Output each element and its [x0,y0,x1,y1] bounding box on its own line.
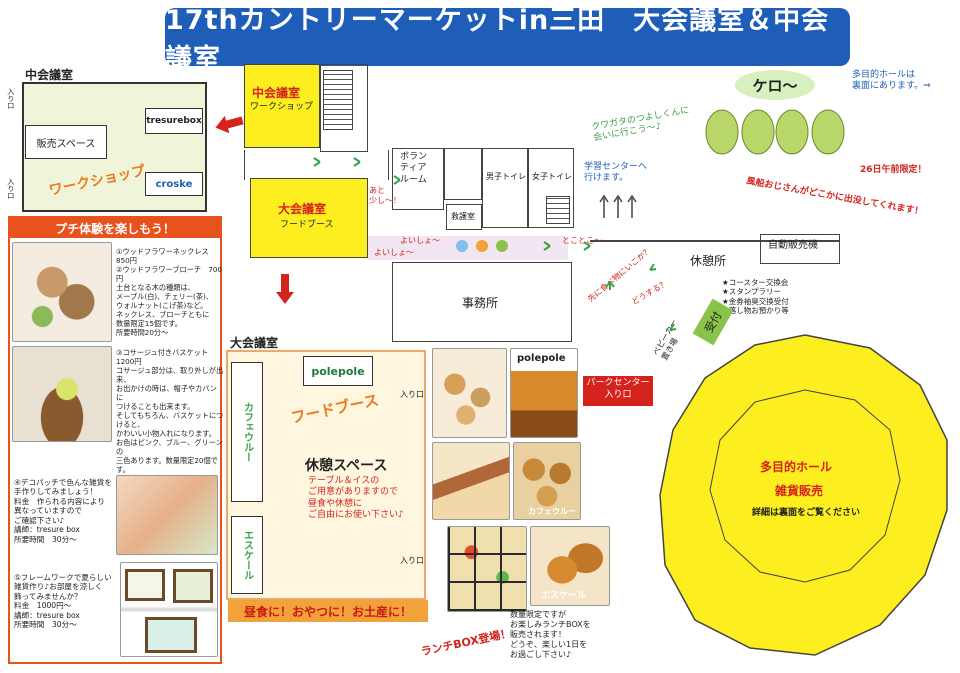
croske-booth: croske [145,172,203,196]
cafe-booth: カフェウルー [231,362,263,502]
lunch-desc: 数量限定ですが お楽しみランチBOXを 販売されます！ どうぞ、楽しい1日を お… [510,610,591,659]
yoisho-2: よいしょ～ [374,248,414,257]
arrow-left-icon [215,115,244,134]
polepole-booth: polepole [303,356,373,386]
cafe-label: カフェウルー [241,402,253,462]
tokotoko: とことこ～ [562,236,602,245]
office-label: 事務所 [462,296,499,310]
kero-bubble: ケロ～ [735,70,815,100]
hall-back-note: 多目的ホールは 裏面にあります。⇒ [852,70,931,92]
escale-label: エスケール [241,530,253,580]
stair-hall [320,64,368,152]
wall-top [590,240,840,242]
study-center-note: 学習センターへ 行けます。 [584,162,648,184]
petit-item-1: ①ウッドフラワーネックレス 850円 ②ウッドフラワーブローチ 700円 土台と… [116,247,222,337]
mens-wc [482,148,528,228]
cafe-photo-label: カフェウルー [528,507,576,516]
multipurpose-hall [659,334,948,656]
office [392,262,572,342]
floor-mid-room-sub: ワークショップ [250,102,314,112]
volunteer-label: ボラン ティア ルーム [400,152,428,185]
necklace-photo [12,242,112,342]
petit-item-4: ④デコパッチで色んな雑貨を 手作りしてみましょう！ 料金 作られる内容により 異… [14,478,112,544]
rest-list: ★コースター交換会 ★スタンプラリー ★金券袖臭交換受付 ★落し物お預かり等 [722,278,789,316]
petit-item-5: ⑤フレームワークで夏らしい 雑貨作り♪お部屋を涼しく 飾ってみませんか？ 料金 … [14,573,112,630]
petit-item-3: ③コサージュ付きバスケット 1200円 コサージュ部分は、取り外しが出来、 お出… [116,348,224,483]
cafe-photo: カフェウルー [513,442,581,520]
vending-label: 自動販売機 [768,240,818,251]
arrows-up-icon [599,194,637,218]
vending-area [760,234,840,264]
sales-space: 販売スペース [25,125,107,159]
floor-big-room [250,178,368,258]
basket-photo [12,346,112,442]
hall-note: 詳細は裏面をご覧ください [752,508,861,518]
nurse-label: 救護室 [451,212,475,221]
yoisho-1: よいしょ～ [400,236,440,245]
floor-mid-room [244,64,320,148]
arrow-down-icon [276,274,294,304]
big-room-heading: 大会議室 [230,336,279,350]
tresurebox-booth: tresurebox [145,108,203,134]
petit-panel [8,216,222,664]
hall-sub: 雑貨販売 [775,484,824,498]
mid-room-heading: 中会議室 [25,68,74,82]
date-note: 26日午前限定！ [860,165,927,175]
route-arrows-icon [313,157,677,331]
sandwich-photo [432,442,510,520]
rest-label: 休憩所 [690,254,727,268]
stairs-1 [323,70,353,130]
wc-block-1 [444,148,482,200]
mens-wc-label: 男子トイレ [486,172,526,181]
escale-photo: エスケール [530,526,610,606]
womens-wc-label: 女子トイレ [532,172,572,181]
escale-booth: エスケール [231,516,263,594]
frogs-icon [705,109,845,155]
big-room-entrance-1: 入り口 [400,390,424,399]
lunchbox-photo [447,526,527,612]
rest-space-label: 休憩スペース [305,458,388,474]
nurse-room [446,204,482,230]
corridor-1 [244,150,389,180]
big-room-banner: 昼食に！おやつに！お土産に！ [228,600,428,622]
volunteer-room [392,148,444,210]
floor-mid-room-label: 中会議室 [252,86,301,100]
park-center-entrance: パークセンター 入り口 [583,376,653,406]
cookies-photo [432,348,507,438]
mid-room-entrance-1: 入り口 [6,88,15,109]
balloon-note: 風船おじさんがどこかに出没してくれます！ [745,176,924,218]
mid-room-entrance-2: 入り口 [6,178,15,199]
frame-photo [120,562,218,657]
stairs-2 [546,196,570,224]
big-room-entrance-2: 入り口 [400,556,424,565]
corridor-2 [368,236,568,260]
page-title: 17thカントリーマーケットin三田 大会議室＆中会議室 [165,5,850,75]
floor-big-room-sub: フードブース [280,220,334,230]
kuwagata-note: クワガタのつよしくんに 会いに行こう～♪ [590,105,691,144]
rest-space-desc: テーブル＆イスの ご用意がありますので 昼食や休憩に ご自由にお使い下さい♪ [308,476,404,520]
decopatch-photo [116,475,218,555]
polepole-photo: polepole [510,348,578,438]
floor-big-room-label: 大会議室 [278,202,327,216]
polepole-photo-label: polepole [517,353,566,364]
escale-photo-label: エスケール [541,591,587,601]
lunch-title: ランチBOX登場！ [419,626,513,659]
next-note: あと 少し～！ [369,186,401,205]
snails-icon [452,236,512,254]
hall-title: 多目的ホール [760,460,833,474]
petit-header: プチ体験を楽しもう！ [10,218,220,238]
